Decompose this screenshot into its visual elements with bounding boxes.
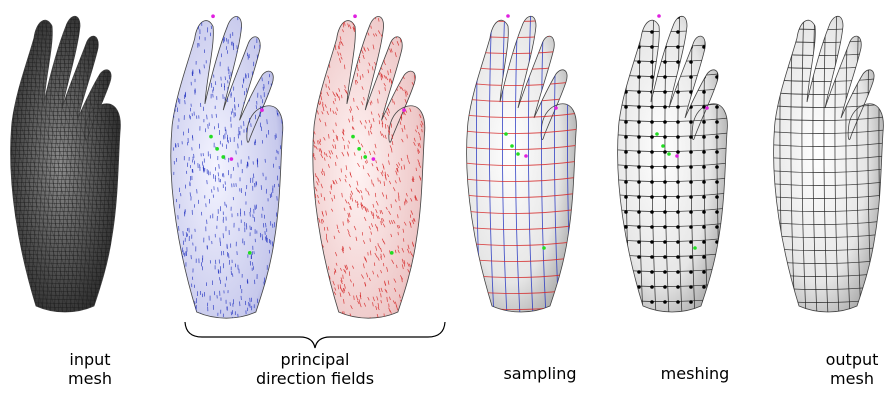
label-output-mesh: output mesh [812,350,892,388]
field-blue-hand [160,4,293,324]
label-sampling: sampling [495,364,585,383]
label-principal-direction-fields: principal direction fields [230,350,400,388]
output-mesh-hand [763,4,894,316]
field-red-hand [302,4,436,323]
label-meshing: meshing [650,364,740,383]
label-input-mesh: input mesh [45,350,135,388]
meshing-hand [607,4,737,319]
sampling-hand [456,4,586,316]
curly-brace-icon [185,322,445,348]
